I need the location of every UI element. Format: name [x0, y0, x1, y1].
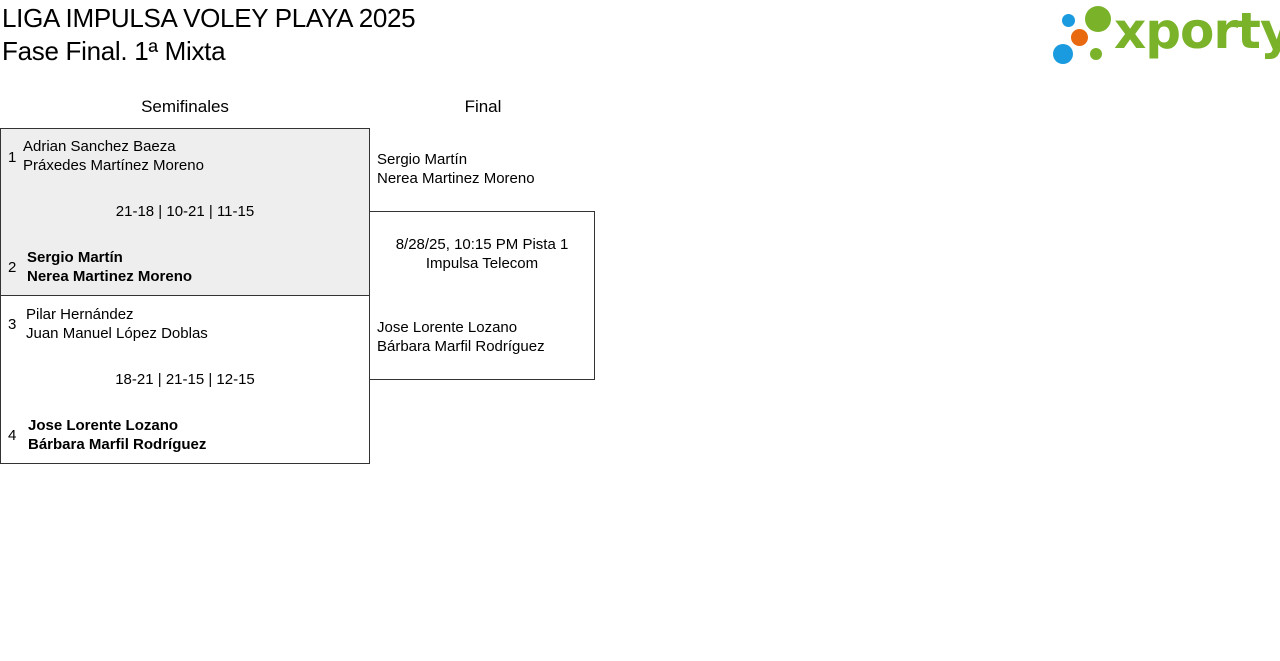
player-name: Adrian Sanchez Baeza: [23, 138, 176, 155]
player-name: Práxedes Martínez Moreno: [23, 157, 204, 174]
final-team-top: Sergio Martín Nerea Martinez Moreno: [377, 150, 535, 188]
final-match[interactable]: 8/28/25, 10:15 PM Pista 1 Impulsa Teleco…: [369, 211, 595, 380]
page-subtitle: Fase Final. 1ª Mixta: [2, 36, 226, 66]
match-score: 21-18 | 10-21 | 11-15: [115, 203, 255, 220]
winner-team-names: Sergio Martín Nerea Martinez Moreno: [27, 248, 192, 286]
final-match-info: 8/28/25, 10:15 PM Pista 1 Impulsa Teleco…: [370, 235, 594, 273]
player-name: Sergio Martín: [377, 151, 468, 168]
player-name: Pilar Hernández: [26, 306, 134, 323]
logo-dot-orange: [1071, 29, 1088, 46]
match-venue: Impulsa Telecom: [425, 255, 539, 272]
player-name: Jose Lorente Lozano: [28, 417, 179, 434]
seed-number: 4: [8, 427, 17, 444]
round-header-semifinals: Semifinales: [141, 97, 229, 116]
match-score: 18-21 | 21-15 | 12-15: [115, 371, 255, 388]
logo-dot-blue: [1062, 14, 1075, 27]
player-name: Bárbara Marfil Rodríguez: [377, 338, 545, 355]
player-name: Nerea Martinez Moreno: [27, 268, 193, 285]
semifinal-match-2[interactable]: 3 Pilar Hernández Juan Manuel López Dobl…: [0, 295, 370, 464]
logo-dot-blue-large: [1053, 44, 1073, 64]
team-names: Adrian Sanchez Baeza Práxedes Martínez M…: [23, 137, 204, 175]
seed-number: 1: [8, 149, 17, 166]
winner-team-names: Jose Lorente Lozano Bárbara Marfil Rodrí…: [28, 416, 206, 454]
player-name: Sergio Martín: [27, 249, 123, 266]
page-title: LIGA IMPULSA VOLEY PLAYA 2025: [2, 3, 416, 33]
logo-wordmark: xporty: [1114, 2, 1280, 60]
player-name: Jose Lorente Lozano: [377, 319, 518, 336]
seed-number: 3: [8, 316, 17, 333]
final-team-bottom: Jose Lorente Lozano Bárbara Marfil Rodrí…: [377, 318, 545, 356]
logo-dot-green: [1085, 6, 1111, 32]
xporty-logo[interactable]: xporty: [1050, 2, 1280, 66]
team-names: Pilar Hernández Juan Manuel López Doblas: [26, 305, 208, 343]
semifinal-match-1[interactable]: 1 Adrian Sanchez Baeza Práxedes Martínez…: [0, 128, 370, 296]
match-schedule: 8/28/25, 10:15 PM Pista 1: [395, 236, 569, 253]
seed-number: 2: [8, 259, 17, 276]
player-name: Bárbara Marfil Rodríguez: [28, 436, 207, 453]
player-name: Juan Manuel López Doblas: [26, 325, 208, 342]
logo-dot-green-small: [1090, 48, 1102, 60]
player-name: Nerea Martinez Moreno: [377, 170, 535, 187]
round-header-final: Final: [464, 97, 502, 116]
